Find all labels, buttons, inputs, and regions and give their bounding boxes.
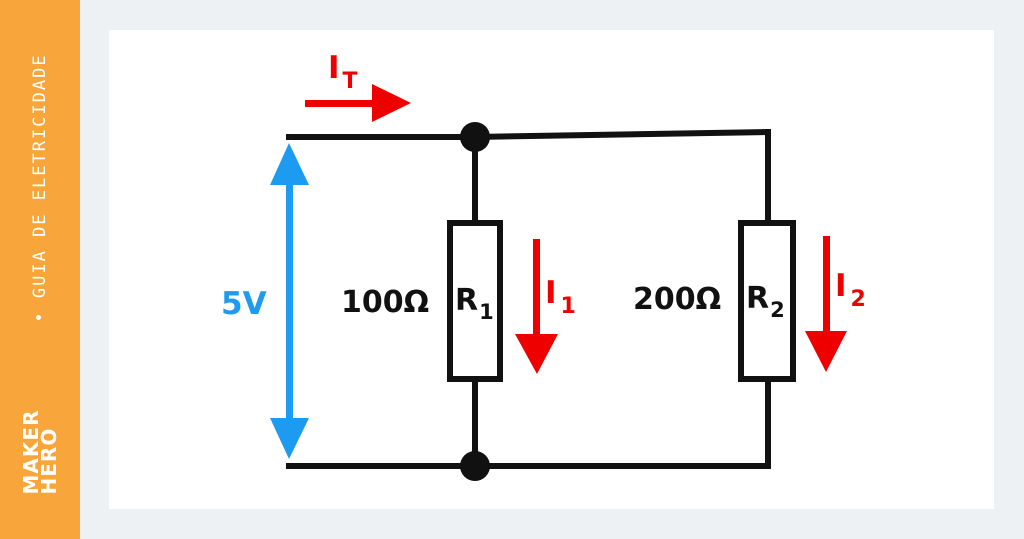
resistor2-name-label: R2 — [746, 281, 785, 322]
total-current-arrow — [305, 84, 411, 122]
voltage-arrow — [270, 143, 309, 459]
resistor1-value-label: 100Ω — [341, 285, 429, 320]
junction-top — [460, 122, 490, 152]
wire-top-right — [471, 128, 772, 141]
voltage-label: 5V — [221, 286, 267, 322]
resistor-r1 — [447, 220, 503, 382]
resistor-r2 — [738, 220, 796, 382]
junction-bottom — [460, 451, 490, 481]
diagram-card — [109, 30, 994, 509]
sidebar: • GUIA DE ELETRICIDADE MAKER HERO — [0, 0, 80, 539]
current-i2-arrow — [805, 236, 847, 372]
resistor1-name-label: R1 — [455, 283, 494, 324]
resistor2-value-label: 200Ω — [633, 282, 721, 317]
current-i1-arrow — [515, 239, 558, 374]
